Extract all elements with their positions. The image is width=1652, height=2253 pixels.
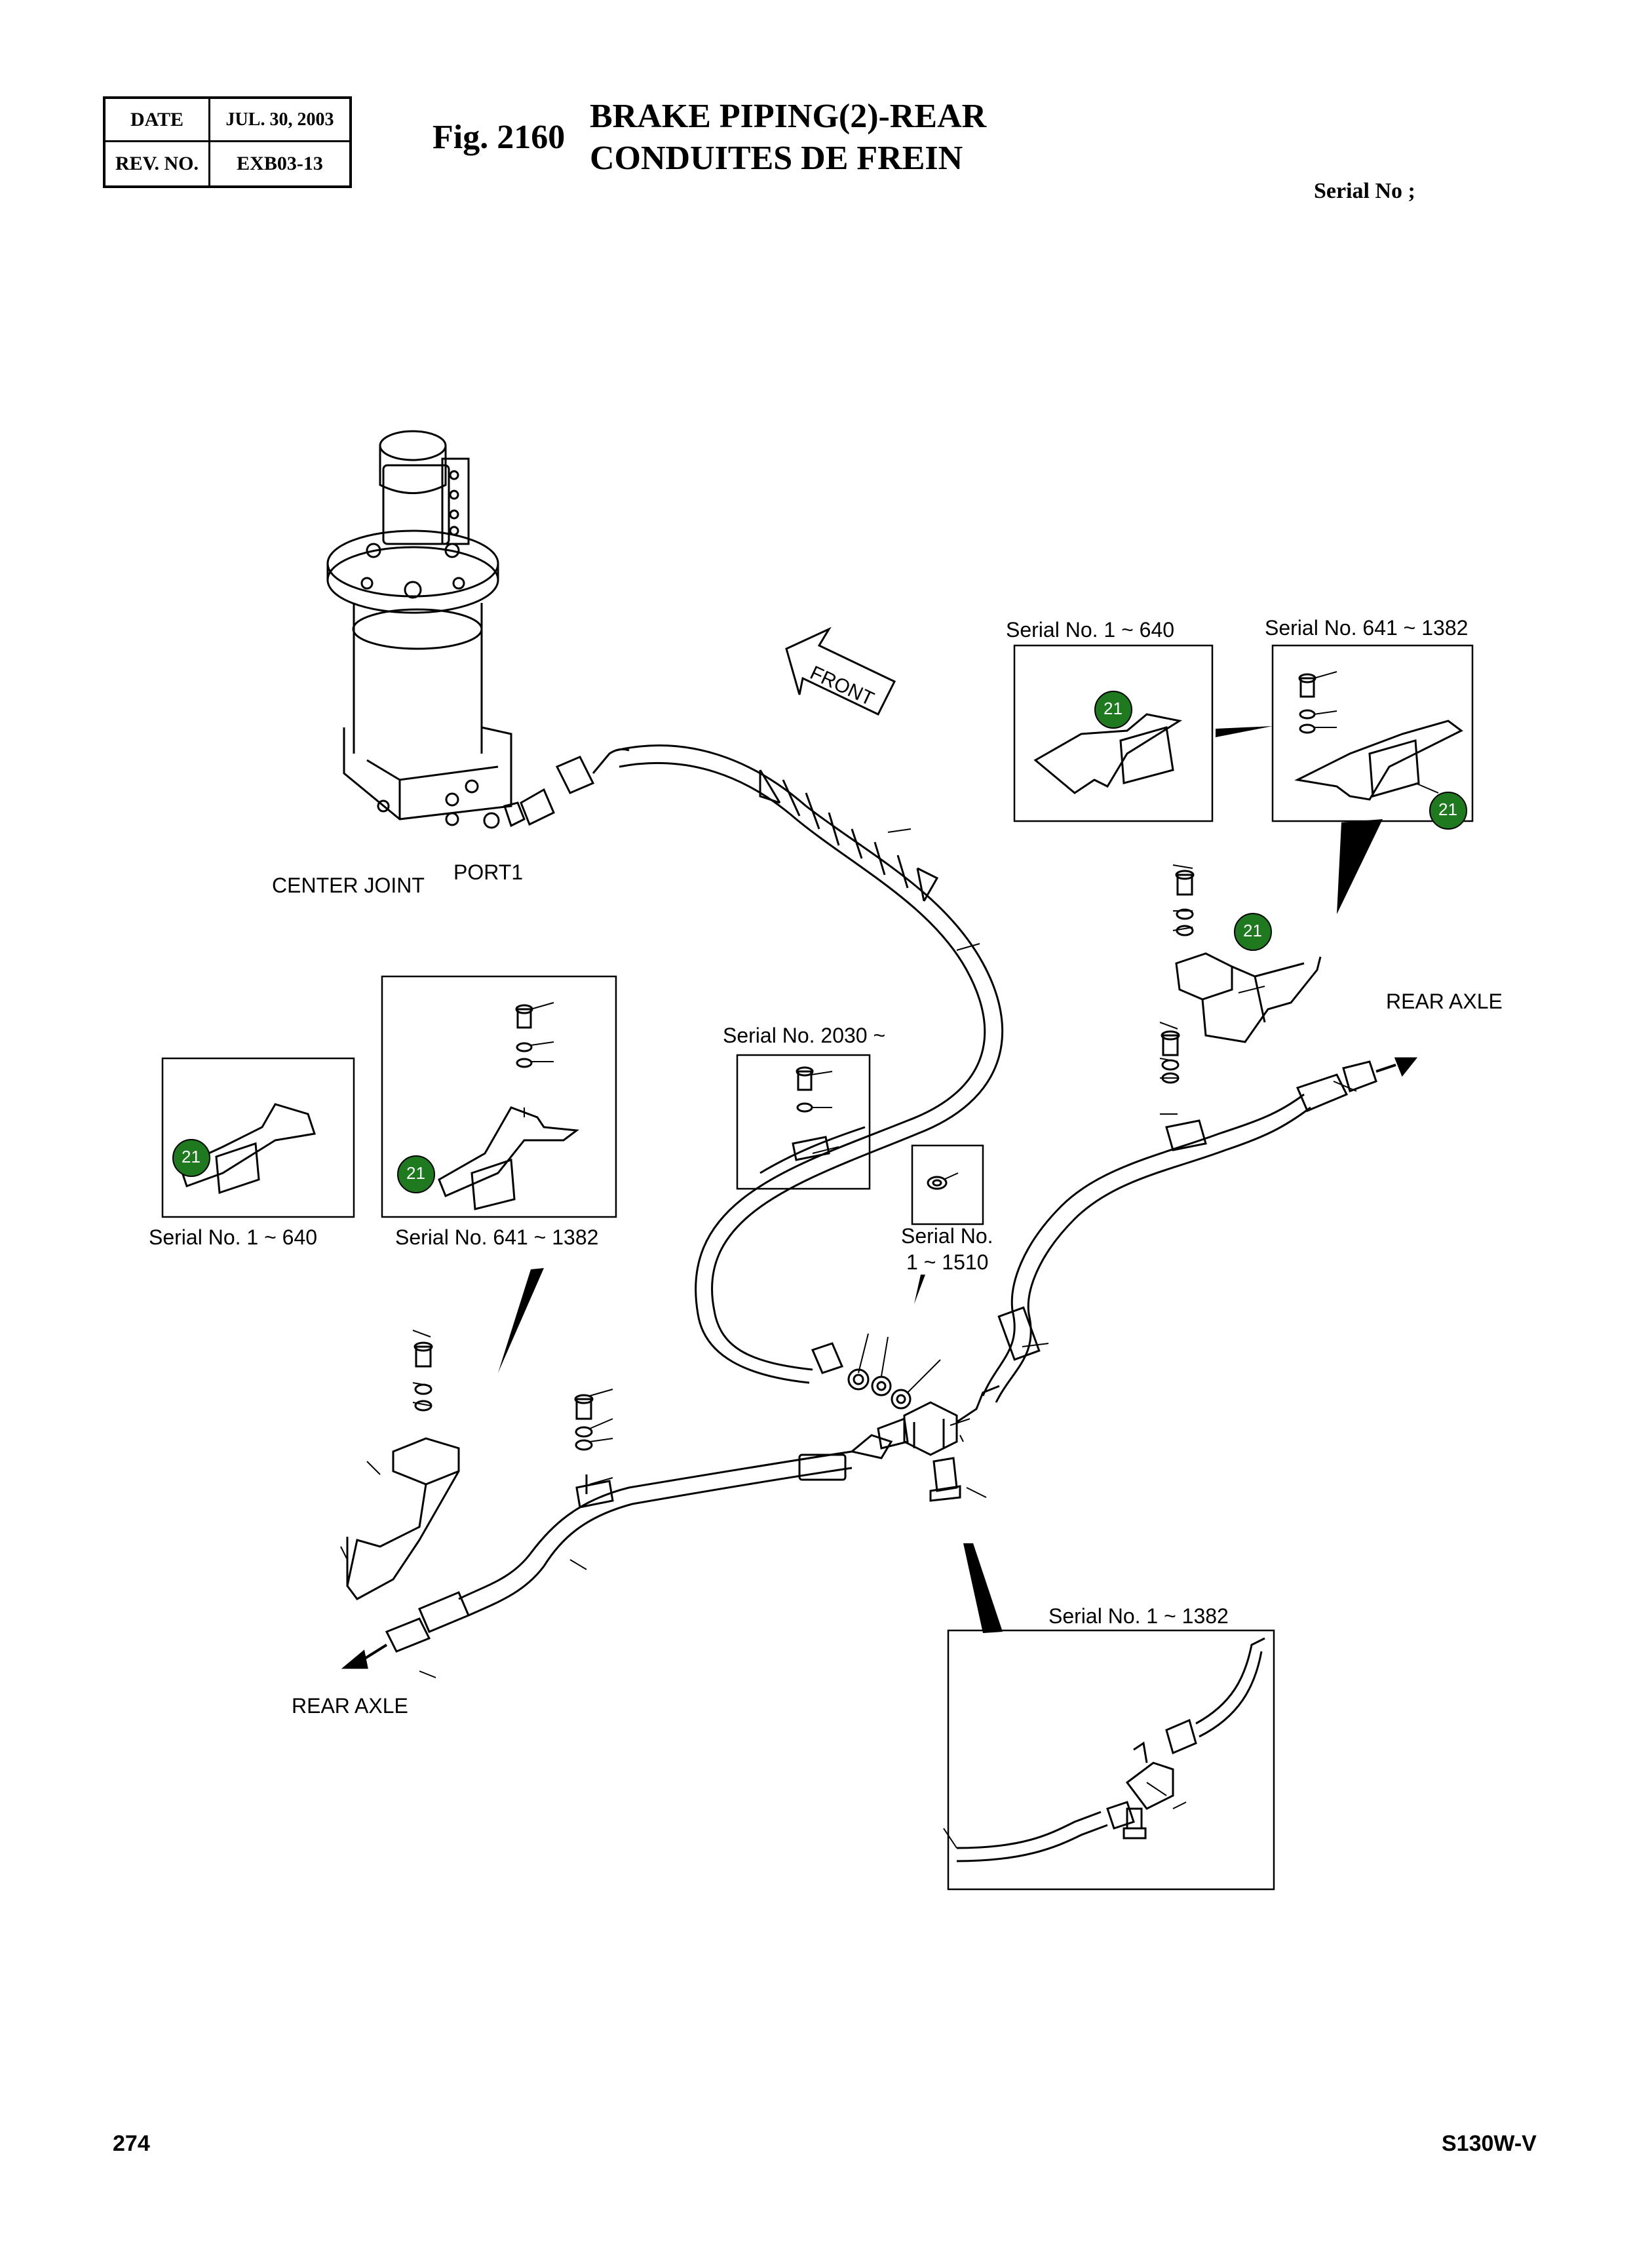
title-english: BRAKE PIPING(2)-REAR (590, 98, 987, 135)
figure-number: Fig. 2160 (432, 119, 566, 156)
leader-lines (340, 671, 1439, 1849)
bracket-right (1175, 870, 1322, 1043)
callout-21-bracket: 21 (1243, 921, 1262, 940)
serial-label: Serial No ; (1314, 179, 1415, 203)
serial-range-label: Serial No. 1 ~ 640 (149, 1225, 318, 1249)
page-number: 274 (113, 2131, 150, 2156)
callout-21-top-right-inset: 21 (1438, 799, 1457, 819)
callout-21-left-inset: 21 (182, 1147, 201, 1166)
center-joint-label: CENTER JOINT (272, 874, 425, 897)
serial-range-label: Serial No. 641 ~ 1382 (1265, 616, 1469, 640)
serial-range-label: Serial No. 1 ~ 1382 (1048, 1604, 1229, 1628)
port1-fittings (483, 748, 630, 829)
hose-clamps (575, 1031, 1207, 1509)
callout-21-center-inset: 21 (406, 1163, 425, 1183)
left-hose (341, 1434, 893, 1669)
rear-axle-right-label: REAR AXLE (1386, 990, 1503, 1013)
front-arrow (785, 626, 896, 716)
serial-range-label: Serial No. (901, 1224, 993, 1248)
tee-fitting (811, 1342, 1000, 1502)
rev-value: EXB03-13 (237, 153, 323, 174)
bracket-left (346, 1341, 460, 1600)
rear-axle-left-label: REAR AXLE (292, 1694, 408, 1718)
model-number: S130W-V (1442, 2131, 1537, 2156)
header-info-table: DATE JUL. 30, 2003 REV. NO. EXB03-13 (103, 96, 352, 188)
main-hose (615, 744, 1003, 1384)
serial-range-label: Serial No. 1 ~ 640 (1006, 618, 1175, 642)
callout-21-top-left-inset: 21 (1104, 699, 1123, 718)
pointer-wedges (498, 726, 1383, 1633)
serial-range-label: Serial No. 641 ~ 1382 (395, 1225, 599, 1249)
rev-label: REV. NO. (106, 142, 210, 185)
port1-label: PORT1 (453, 860, 524, 884)
callout-circles (172, 691, 1467, 1193)
title-french: CONDUITES DE FREIN (590, 140, 963, 177)
date-label: DATE (106, 99, 210, 142)
right-hose (982, 1057, 1418, 1403)
serial-range-label: Serial No. 2030 ~ (723, 1024, 886, 1047)
date-value: JUL. 30, 2003 (210, 99, 349, 142)
serial-range-label: 1 ~ 1510 (906, 1250, 989, 1274)
center-joint-drawing (326, 430, 512, 826)
inset-bracket-drawings (179, 673, 1463, 1862)
